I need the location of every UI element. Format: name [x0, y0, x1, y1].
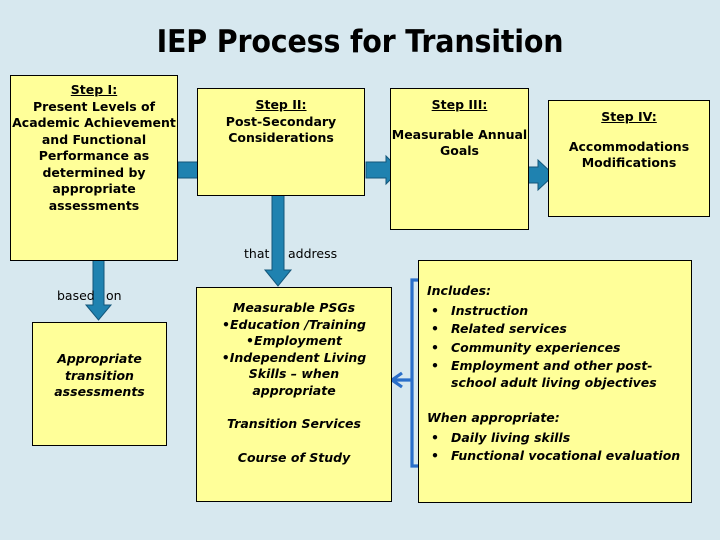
- includes-item-list: • Instruction • Related services • Commu…: [427, 303, 683, 392]
- when-appropriate-heading: When appropriate:: [427, 410, 560, 425]
- step-4-box[interactable]: Step IV: Accommodations Modifications: [548, 100, 710, 217]
- step-4-body: Accommodations Modifications: [568, 138, 690, 171]
- step-3-box[interactable]: Step III: Measurable Annual Goals: [390, 88, 529, 230]
- includes-item-text: Employment and other post-school adult l…: [451, 358, 657, 390]
- when-appropriate-item-text: Daily living skills: [451, 429, 571, 445]
- psg-course-of-study: Course of Study: [237, 449, 351, 465]
- when-appropriate-item-text: Functional vocational evaluation: [451, 448, 681, 463]
- appropriate-transition-assessments-box[interactable]: Appropriate transition assessments: [32, 322, 167, 446]
- step-3-spacer: [391, 114, 528, 127]
- connector-label-based: based: [57, 288, 95, 303]
- includes-list-item: • Employment and other post-school adult…: [427, 358, 683, 391]
- bullet-icon: •: [431, 302, 439, 318]
- connector-label-on: on: [106, 288, 122, 303]
- assessments-line-1: Appropriate: [57, 351, 142, 366]
- psg-spacer-1: [197, 399, 391, 416]
- psg-bullet-list: •Education /Training •Employment •Indepe…: [197, 317, 391, 400]
- includes-list-item: • Related services: [427, 321, 683, 338]
- includes-spacer: [427, 393, 683, 410]
- psg-transition-services: Transition Services: [227, 416, 361, 431]
- psg-bullet-item: appropriate: [252, 382, 336, 398]
- bullet-icon: •: [431, 358, 439, 373]
- psg-spacer-2: [197, 433, 391, 450]
- connector-label-address: address: [288, 246, 338, 261]
- when-appropriate-item-list: • Daily living skills • Functional vocat…: [427, 430, 683, 465]
- bullet-icon: •: [431, 429, 439, 445]
- step-3-body: Measurable Annual Goals: [391, 126, 528, 159]
- psg-heading: Measurable PSGs: [232, 300, 356, 315]
- step-1-box[interactable]: Step I: Present Levels of Academic Achie…: [10, 75, 178, 261]
- includes-item-text: Community experiences: [451, 339, 621, 355]
- page-title: IEP Process for Transition: [156, 24, 564, 60]
- step-4-label: Step IV:: [601, 109, 657, 124]
- bullet-icon: •: [431, 321, 439, 336]
- when-appropriate-list-item: • Functional vocational evaluation: [427, 448, 683, 465]
- step-2-box[interactable]: Step II: Post-Secondary Considerations: [197, 88, 365, 196]
- step-2-body: Post-Secondary Considerations: [225, 113, 337, 146]
- includes-item-text: Instruction: [451, 302, 529, 318]
- psg-bullet-item: •Education /Training: [222, 316, 366, 332]
- when-appropriate-list-item: • Daily living skills: [427, 430, 683, 447]
- includes-list-item: • Instruction: [427, 303, 683, 320]
- psg-bullet-item: •Employment: [246, 333, 342, 348]
- step-1-label: Step I:: [70, 82, 118, 97]
- includes-heading: Includes:: [427, 283, 492, 298]
- psg-bullet-item: Skills – when: [248, 366, 340, 381]
- step-2-label: Step II:: [255, 97, 307, 112]
- step-3-label: Step III:: [431, 97, 488, 112]
- connector-label-that: that: [244, 246, 270, 261]
- includes-panel[interactable]: Includes: • Instruction • Related servic…: [418, 260, 692, 503]
- assessments-line-2: transition: [65, 367, 134, 383]
- bullet-icon: •: [431, 448, 439, 463]
- step-1-body: Present Levels of Academic Achievement a…: [12, 98, 176, 213]
- bullet-icon: •: [431, 339, 439, 355]
- arrow-step2-down-to-psg: [263, 192, 293, 287]
- psg-bullet-item: •Independent Living: [221, 349, 367, 365]
- includes-list-item: • Community experiences: [427, 340, 683, 357]
- includes-item-text: Related services: [451, 321, 567, 336]
- step-4-spacer: [549, 126, 709, 139]
- measurable-psgs-box[interactable]: Measurable PSGs •Education /Training •Em…: [196, 287, 392, 502]
- assessments-line-3: assessments: [54, 384, 145, 399]
